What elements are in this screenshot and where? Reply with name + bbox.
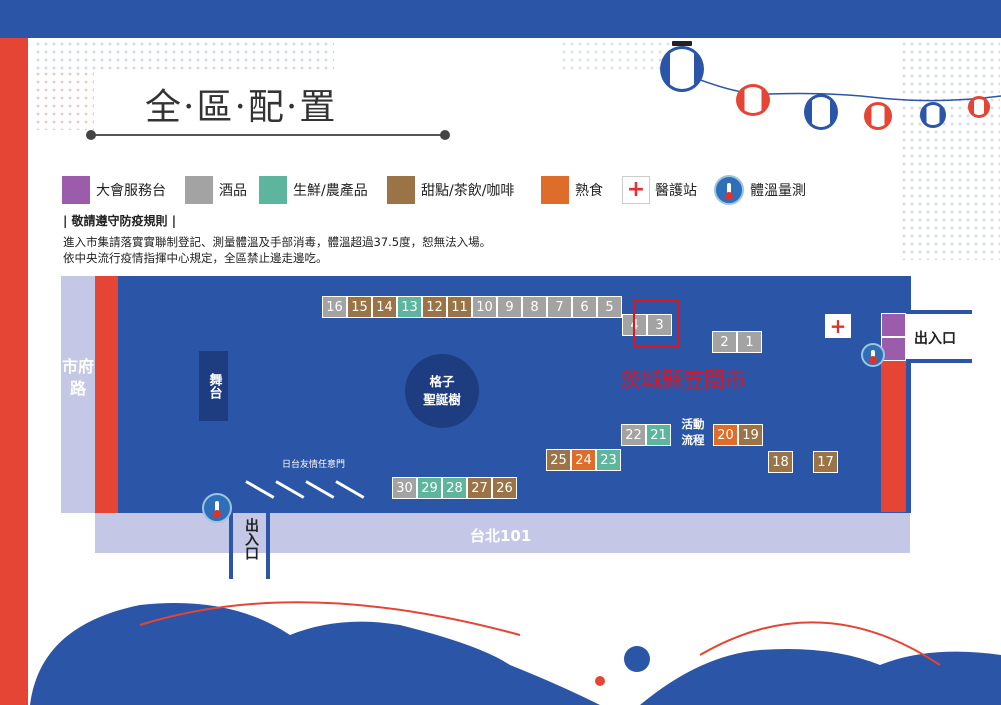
booth-30[interactable]: 30 (392, 477, 417, 499)
legend-label-temperature: 體溫量測 (750, 183, 806, 199)
lantern-string (680, 71, 1001, 102)
booth-1[interactable]: 1 (737, 331, 762, 353)
lantern-icon (660, 46, 704, 92)
bottom-wave-decoration (30, 601, 1001, 705)
legend-label-alcohol: 酒品 (219, 183, 247, 199)
booth-21[interactable]: 21 (646, 424, 671, 446)
legend-label-dessert: 甜點/茶飲/咖啡 (421, 183, 515, 199)
booth-10[interactable]: 10 (472, 296, 497, 318)
booth-24[interactable]: 24 (571, 449, 596, 471)
notice-line-1: 進入市集請落實實聯制登記、測量體溫及手部消毒，體溫超過37.5度，恕無法入場。 (63, 235, 492, 249)
lantern-icon (736, 84, 770, 116)
legend-label-cooked: 熟食 (575, 183, 603, 199)
lantern-icon (968, 96, 990, 118)
service-desk-booth[interactable] (881, 313, 906, 337)
activity-flow-label-2: 流程 (681, 433, 705, 447)
booth-2[interactable]: 2 (712, 331, 737, 353)
christmas-tree[interactable]: 格子 聖誕樹 (405, 354, 479, 428)
legend-label-service: 大會服務台 (96, 183, 166, 199)
booth-29[interactable]: 29 (417, 477, 442, 499)
title-line-dot-right (440, 130, 450, 140)
notice-line-2: 依中央流行疫情指揮中心規定，全區禁止邊走邊吃。 (63, 251, 328, 265)
dot-pattern-right (900, 40, 1000, 260)
thermometer-icon (714, 175, 744, 205)
lantern-icon (864, 102, 892, 130)
title-underline (90, 134, 444, 136)
legend-swatch-cooked (541, 176, 569, 204)
exit-bottom-wall-left (229, 513, 233, 579)
legend-label-medical: 醫護站 (655, 183, 697, 199)
activity-flow-label-1: 活動 (681, 417, 705, 431)
title-line-dot-left (86, 130, 96, 140)
exit-right-wall-top (906, 310, 972, 314)
top-band (0, 0, 1001, 38)
gate-label: 日台友情任意門 (282, 460, 346, 470)
booth-9[interactable]: 9 (497, 296, 522, 318)
highlight-box (633, 299, 679, 347)
exit-bottom-label: 出入口 (243, 518, 259, 560)
city-road (61, 276, 95, 513)
city-road-label: 市府路 (61, 357, 94, 398)
notice-heading: | 敬請遵守防疫規則 | (63, 214, 177, 228)
booth-25[interactable]: 25 (546, 449, 571, 471)
booth-18[interactable]: 18 (768, 451, 793, 473)
medical-cross-icon[interactable]: + (825, 314, 851, 338)
tree-label-1: 格子 (429, 374, 455, 389)
booth-23[interactable]: 23 (596, 449, 621, 471)
booth-6[interactable]: 6 (572, 296, 597, 318)
booth-26[interactable]: 26 (492, 477, 517, 499)
dot-pattern-top (34, 40, 334, 70)
booth-12[interactable]: 12 (422, 296, 447, 318)
exit-right-wall-bottom (906, 359, 972, 363)
activity-flow-board[interactable]: 活動 流程 (676, 416, 710, 450)
booth-16[interactable]: 16 (322, 296, 347, 318)
booth-27[interactable]: 27 (467, 477, 492, 499)
booth-14[interactable]: 14 (372, 296, 397, 318)
stage-label: 舞台 (206, 373, 222, 399)
booth-28[interactable]: 28 (442, 477, 467, 499)
booth-3[interactable]: 3 (647, 314, 672, 336)
stage[interactable]: 舞台 (199, 351, 228, 421)
legend-swatch-dessert (387, 176, 415, 204)
legend-swatch-service (62, 176, 90, 204)
booth-5[interactable]: 5 (597, 296, 622, 318)
booth-19[interactable]: 19 (738, 424, 763, 446)
left-boundary-strip (95, 276, 118, 513)
booth-20[interactable]: 20 (713, 424, 738, 446)
legend-swatch-fresh (259, 176, 287, 204)
lantern-cap (672, 41, 692, 46)
booth-8[interactable]: 8 (522, 296, 547, 318)
taipei101-label: 台北101 (470, 527, 532, 545)
left-red-band (0, 38, 28, 705)
exit-bottom-wall-right (266, 513, 270, 579)
thermometer-icon (202, 493, 232, 523)
page-title: 全·區·配·置 (145, 87, 338, 128)
lantern-icon (920, 102, 946, 128)
legend-swatch-alcohol (185, 176, 213, 204)
legend-label-fresh: 生鮮/農產品 (293, 183, 368, 199)
lantern-icon (804, 94, 838, 130)
exit-right-label: 出入口 (914, 331, 956, 347)
booth-7[interactable]: 7 (547, 296, 572, 318)
booth-15[interactable]: 15 (347, 296, 372, 318)
exit-right-area (906, 310, 972, 363)
annotation-label: 茨城縣笠間市 (620, 368, 746, 392)
booth-17[interactable]: 17 (813, 451, 838, 473)
booth-11[interactable]: 11 (447, 296, 472, 318)
thermometer-icon (861, 343, 885, 367)
medical-cross-icon: + (622, 176, 650, 204)
dot-pattern-red (34, 70, 94, 130)
booth-22[interactable]: 22 (621, 424, 646, 446)
right-boundary-strip (881, 339, 906, 512)
booth-13[interactable]: 13 (397, 296, 422, 318)
tree-label-2: 聖誕樹 (423, 392, 461, 407)
